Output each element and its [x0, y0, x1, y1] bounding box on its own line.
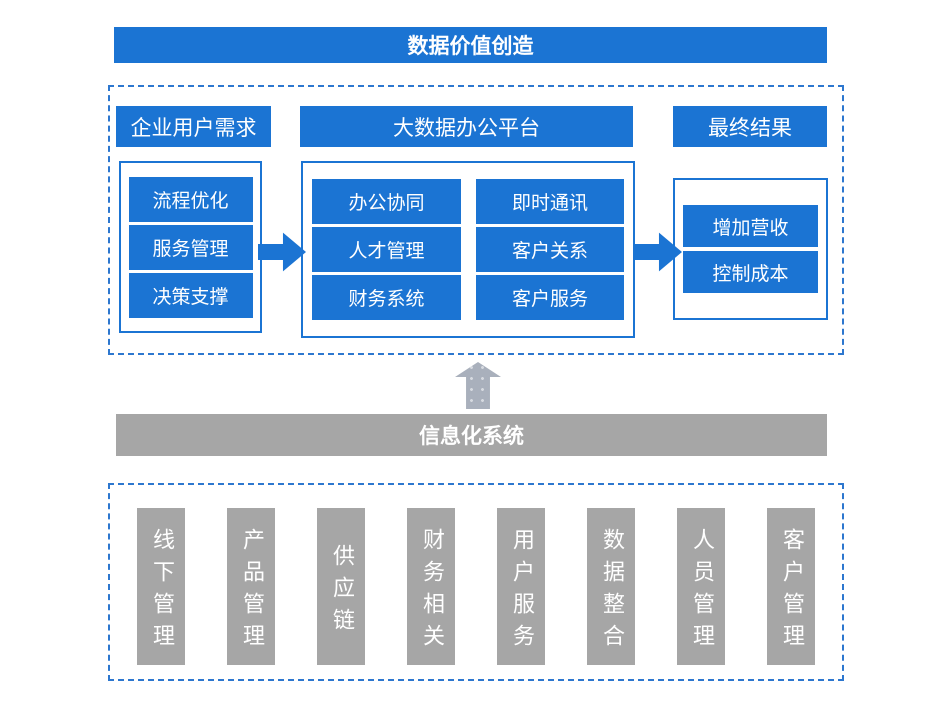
pillar-label: 数据整合 — [599, 527, 624, 656]
flow-item: 客户服务 — [476, 275, 624, 320]
value-creation-region — [108, 85, 844, 355]
pillar: 人员管理 — [677, 508, 725, 665]
pillar-label: 用户服务 — [509, 527, 534, 656]
pillar: 客户管理 — [767, 508, 815, 665]
platform-items-grid: 办公协同 即时通讯 人才管理 客户关系 财务系统 客户服务 — [312, 179, 624, 320]
flow-item: 人才管理 — [312, 227, 461, 272]
flow-item: 财务系统 — [312, 275, 461, 320]
pillar: 数据整合 — [587, 508, 635, 665]
flow-item: 控制成本 — [683, 251, 818, 293]
pillar-label: 产品管理 — [239, 527, 264, 656]
header-final-results-label: 最终结果 — [708, 115, 792, 140]
pillar-label: 客户管理 — [779, 527, 804, 656]
final-results-box: 增加营收 控制成本 — [673, 178, 828, 320]
header-enterprise-needs: 企业用户需求 — [116, 106, 271, 147]
system-banner-label: 信息化系统 — [419, 424, 524, 448]
enterprise-needs-box: 流程优化 服务管理 决策支撑 — [119, 161, 262, 333]
pillar-label: 人员管理 — [689, 527, 714, 656]
information-systems-region — [108, 483, 844, 681]
pillar-label: 线下管理 — [149, 527, 174, 656]
flow-item: 办公协同 — [312, 179, 461, 224]
pillar-label: 供应链 — [329, 543, 354, 640]
header-bigdata-platform-label: 大数据办公平台 — [393, 115, 540, 140]
pillar: 财务相关 — [407, 508, 455, 665]
bigdata-platform-box: 办公协同 即时通讯 人才管理 客户关系 财务系统 客户服务 — [301, 161, 635, 338]
flow-item: 流程优化 — [128, 176, 253, 222]
pillar: 用户服务 — [497, 508, 545, 665]
system-banner: 信息化系统 — [116, 414, 827, 456]
header-bigdata-platform: 大数据办公平台 — [300, 106, 633, 147]
flow-item: 决策支撑 — [128, 272, 253, 318]
pillar-label: 财务相关 — [419, 527, 444, 656]
top-banner: 数据价值创造 — [114, 27, 827, 63]
flow-item: 客户关系 — [476, 227, 624, 272]
flow-item: 即时通讯 — [476, 179, 624, 224]
arrow-up-icon — [455, 362, 501, 409]
pillar: 供应链 — [317, 508, 365, 665]
flow-item: 服务管理 — [128, 224, 253, 270]
pillar: 线下管理 — [137, 508, 185, 665]
header-final-results: 最终结果 — [673, 106, 827, 147]
pillar: 产品管理 — [227, 508, 275, 665]
top-banner-label: 数据价值创造 — [407, 34, 534, 58]
flow-item: 增加营收 — [683, 205, 818, 247]
header-enterprise-needs-label: 企业用户需求 — [130, 115, 257, 140]
